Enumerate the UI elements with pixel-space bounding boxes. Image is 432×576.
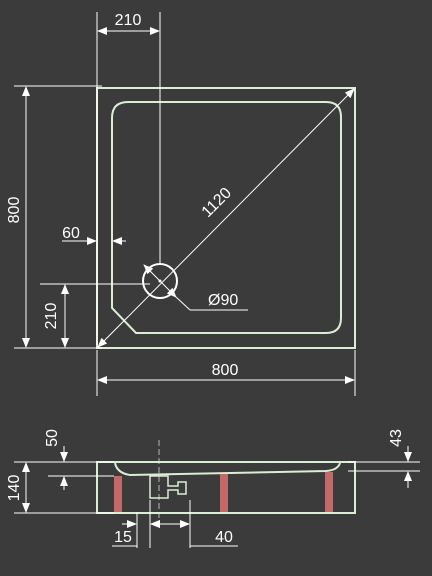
dim-drain-leader [143, 264, 177, 298]
dim-height-800-label: 800 [6, 197, 23, 224]
tray-profile [96, 461, 356, 514]
dim-total-140-label: 140 [6, 475, 23, 502]
dim-diagonal-1120-label: 1120 [199, 185, 235, 221]
plan-view: 210 800 60 1120 Ø90 210 800 [6, 12, 356, 396]
dim-15-label: 15 [114, 529, 132, 546]
dim-diagonal-1120-line [97, 88, 355, 348]
dim-drain-label: Ø90 [208, 292, 238, 309]
drain-siphon [149, 475, 187, 499]
support-leg-3 [325, 472, 333, 512]
dim-top-210-label: 210 [115, 12, 142, 29]
dim-tray-43-label: 43 [388, 429, 405, 447]
dim-width-800-label: 800 [212, 362, 239, 379]
tray-inner-profile [114, 462, 341, 477]
dim-bottom-210-label: 210 [43, 303, 60, 330]
dim-rim-50-label: 50 [44, 429, 61, 447]
dim-60-label: 60 [62, 225, 80, 242]
support-leg-2 [220, 474, 228, 512]
dim-40-label: 40 [215, 529, 233, 546]
support-leg-1 [114, 476, 122, 512]
side-view: 50 140 43 15 40 [6, 429, 420, 548]
